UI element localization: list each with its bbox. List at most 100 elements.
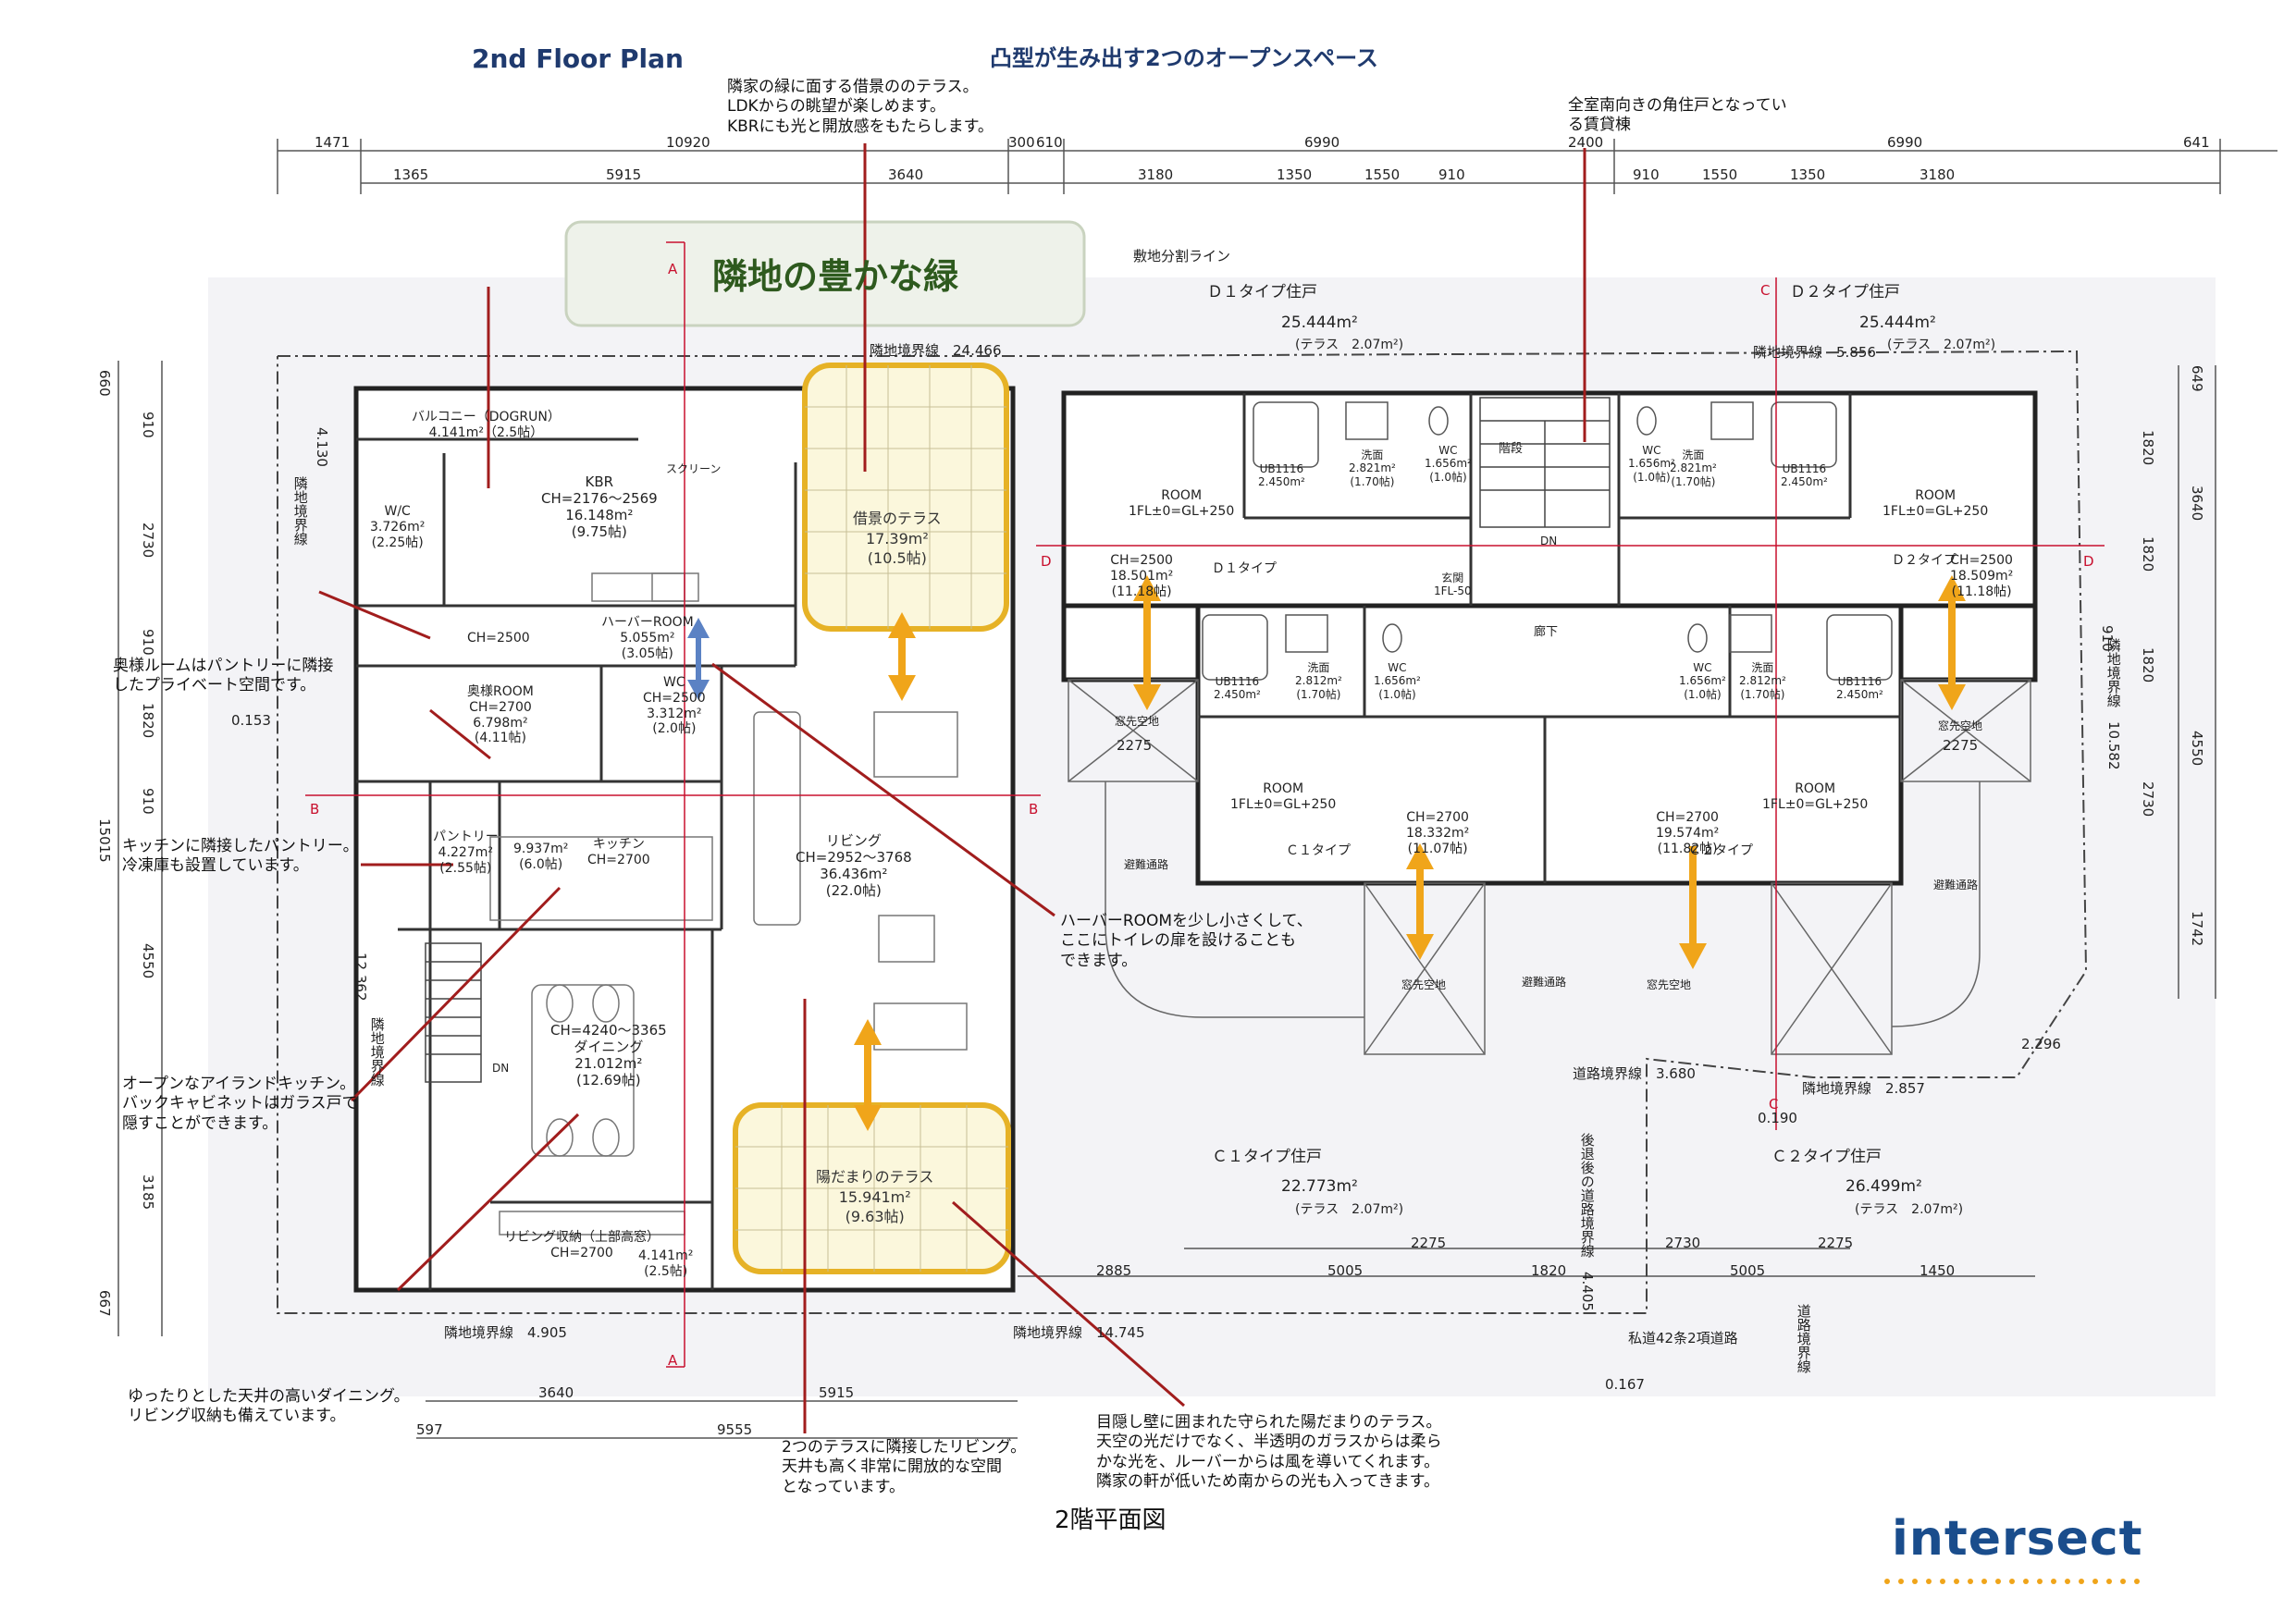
dim-left-2730: 2730 xyxy=(139,523,156,559)
bottom-dimension-lines xyxy=(416,1248,2035,1439)
boundary-left-len: 12.362 xyxy=(352,953,369,1002)
leader-lines xyxy=(318,143,1586,1433)
unit-d2-name: Ｄ２タイプ住戸 xyxy=(1790,283,1900,301)
hinan-3: 避難通路 xyxy=(1933,879,1979,891)
rental-partitions xyxy=(1198,393,1901,883)
wc-d2: WC 1.656m² (1.0帖) xyxy=(1628,444,1675,484)
dim-left-3185: 3185 xyxy=(139,1174,156,1211)
unit-c1-terrace: (テラス 2.07m²) xyxy=(1295,1202,1404,1217)
dim-top-2400: 2400 xyxy=(1568,134,1604,151)
wc-d1: WC 1.656m² (1.0帖) xyxy=(1425,444,1472,484)
offset-0167: 0.167 xyxy=(1605,1376,1645,1393)
room-ch2500: CH=2500 xyxy=(467,631,530,646)
section-b-right: B xyxy=(1029,801,1039,818)
note-south-units: 全室南向きの角住戸となってい る賃貸棟 xyxy=(1568,96,1787,135)
bath-fixtures xyxy=(1202,401,1893,681)
boundary-left-top: 隣地境界線 xyxy=(291,476,309,546)
dim-mid-2275d: 2275 xyxy=(1943,737,1979,754)
dim-top-300: 300 xyxy=(1008,134,1035,151)
ub-d2: UB1116 2.450m² xyxy=(1781,462,1828,489)
dim-top2-1550a: 1550 xyxy=(1364,166,1401,183)
unit-c1-name: Ｃ１タイプ住戸 xyxy=(1212,1148,1322,1166)
dim-left-4550: 4550 xyxy=(139,943,156,979)
note-living: 2つのテラスに隣接したリビング。 天井も高く非常に開放的な空間 となっています。 xyxy=(782,1438,1027,1496)
floor-caption: 2階平面図 xyxy=(1055,1506,1167,1534)
unit-d2-area: 25.444m² xyxy=(1859,314,1936,332)
note-dining: ゆったりとした天井の高いダイニング。 リビング収納も備えています。 xyxy=(128,1387,410,1426)
dim-bottom-1820: 1820 xyxy=(1531,1262,1567,1279)
main-house-partitions xyxy=(356,437,797,1290)
title-jp: 凸型が生み出す2つのオープンスペース xyxy=(990,45,1378,71)
unit-d1-area: 25.444m² xyxy=(1281,314,1358,332)
dim-top2-910a: 910 xyxy=(1438,166,1465,183)
dim-left-910b: 910 xyxy=(139,629,156,656)
dim-bottom-1450: 1450 xyxy=(1920,1262,1956,1279)
road-boundary-v: 道路境界線 xyxy=(1795,1304,1812,1373)
wc-c1: WC 1.656m² (1.0帖) xyxy=(1374,661,1421,701)
note-hidamari: 目隠し壁に囲まれた守られた陽だまりのテラス。 天空の光だけでなく、半透明のガラス… xyxy=(1096,1413,1442,1491)
dim-bottom-5005a: 5005 xyxy=(1327,1262,1364,1279)
room-kbr: KBR CH=2176～2569 16.148m² (9.75帖) xyxy=(541,473,658,540)
dim-bottom-2885: 2885 xyxy=(1096,1262,1132,1279)
section-b-left: B xyxy=(310,801,320,818)
private-road: 私道42条2項道路 xyxy=(1628,1330,1738,1346)
corridor-label: 廊下 xyxy=(1534,625,1559,639)
hinan-1: 避難通路 xyxy=(1124,858,1169,871)
shakkei-terrace-label: 借景のテラス 17.39m² (10.5帖) xyxy=(853,510,942,568)
dim-right-2730: 2730 xyxy=(2139,781,2156,818)
intersect-logo: intersect xyxy=(1892,1511,2143,1567)
dim-top2-3180b: 3180 xyxy=(1920,166,1956,183)
dim-mid-2275c: 2275 xyxy=(1818,1235,1854,1251)
note-kitchen-pantry: キッチンに隣接したパントリー。 冷凍庫も設置しています。 xyxy=(122,837,359,876)
dim-top-6990a: 6990 xyxy=(1304,134,1340,151)
unit-c2-room: ROOM 1FL±0=GL+250 xyxy=(1762,781,1869,812)
dim-right-4550: 4550 xyxy=(2188,731,2205,767)
dim-right-1820b: 1820 xyxy=(2139,536,2156,572)
unit-c2-ch: CH=2700 19.574m² (11.82帖) xyxy=(1656,810,1720,856)
section-d-right: D xyxy=(2083,553,2094,570)
room-living: リビング CH=2952～3768 36.436m² (22.0帖) xyxy=(796,832,912,899)
room-balcony: バルコニー（DOGRUN） 4.141m²（2.5帖） xyxy=(412,410,561,440)
wash-d2: 洗面 2.821m² (1.70帖) xyxy=(1670,449,1717,488)
boundary-top-right: 隣地境界線 5.856 xyxy=(1753,344,1876,361)
dim-left-15015: 15015 xyxy=(95,818,113,863)
dim-top2-1350a: 1350 xyxy=(1277,166,1313,183)
dim-right-1820c: 1820 xyxy=(2139,647,2156,683)
unit-d2-terrace: (テラス 2.07m²) xyxy=(1887,338,1996,352)
ub-c2: UB1116 2.450m² xyxy=(1836,675,1883,702)
boundary-bottom-left: 隣地境界線 4.905 xyxy=(444,1324,567,1341)
unit-d2-ch: CH=2500 18.509m² (11.18帖) xyxy=(1950,553,2014,599)
site-boundary xyxy=(277,350,2088,1314)
green-label: 隣地の豊かな緑 xyxy=(712,256,959,297)
hidamari-terrace-label: 陽だまりのテラス 15.941m² (9.63帖) xyxy=(816,1168,934,1226)
room-wic: W/C 3.726m² (2.25帖) xyxy=(370,504,426,550)
dim-top-641: 641 xyxy=(2183,134,2210,151)
logo-dots xyxy=(1884,1579,2140,1584)
room-screen: スクリーン xyxy=(666,462,722,475)
chair-icon xyxy=(592,1118,620,1157)
boundary-left: 隣地境界線 xyxy=(368,1017,386,1087)
side-dimension-lines xyxy=(117,361,2216,1336)
dim-bottom-5005b: 5005 xyxy=(1730,1262,1766,1279)
unit-c2-type: Ｃ２タイプ xyxy=(1688,843,1753,858)
unit-c1-type: Ｃ１タイプ xyxy=(1286,843,1351,858)
harbor-arrow xyxy=(687,618,710,700)
green-label-box xyxy=(564,220,1086,327)
road-setback: 後退後の道路境界線 4.405 xyxy=(1578,1133,1596,1311)
section-d-left: D xyxy=(1041,553,1052,570)
dim-mid-2275a: 2275 xyxy=(1117,737,1153,754)
offset-0190: 0.190 xyxy=(1758,1110,1797,1126)
dn-label: DN xyxy=(1540,535,1558,547)
unit-d2-type: Ｄ２タイプ xyxy=(1892,553,1957,568)
dim-left-910c: 910 xyxy=(139,788,156,815)
ub-d1: UB1116 2.450m² xyxy=(1258,462,1305,489)
dim-top2-3180a: 3180 xyxy=(1138,166,1174,183)
room-storage: リビング収納（上部高窓） CH=2700 xyxy=(504,1230,660,1260)
dim-bottom-9555: 9555 xyxy=(717,1421,753,1438)
boundary-right: 隣地境界線 10.582 xyxy=(2105,638,2122,770)
dim-top2-1350b: 1350 xyxy=(1790,166,1826,183)
room-pantry: パントリー 4.227m² (2.55帖) xyxy=(433,830,499,876)
room-kitchen: キッチン CH=2700 xyxy=(587,837,650,867)
note-shakkei: 隣家の緑に面する借景ののテラス。 LDKからの眺望が楽しめます。 KBRにも光と… xyxy=(727,78,994,136)
